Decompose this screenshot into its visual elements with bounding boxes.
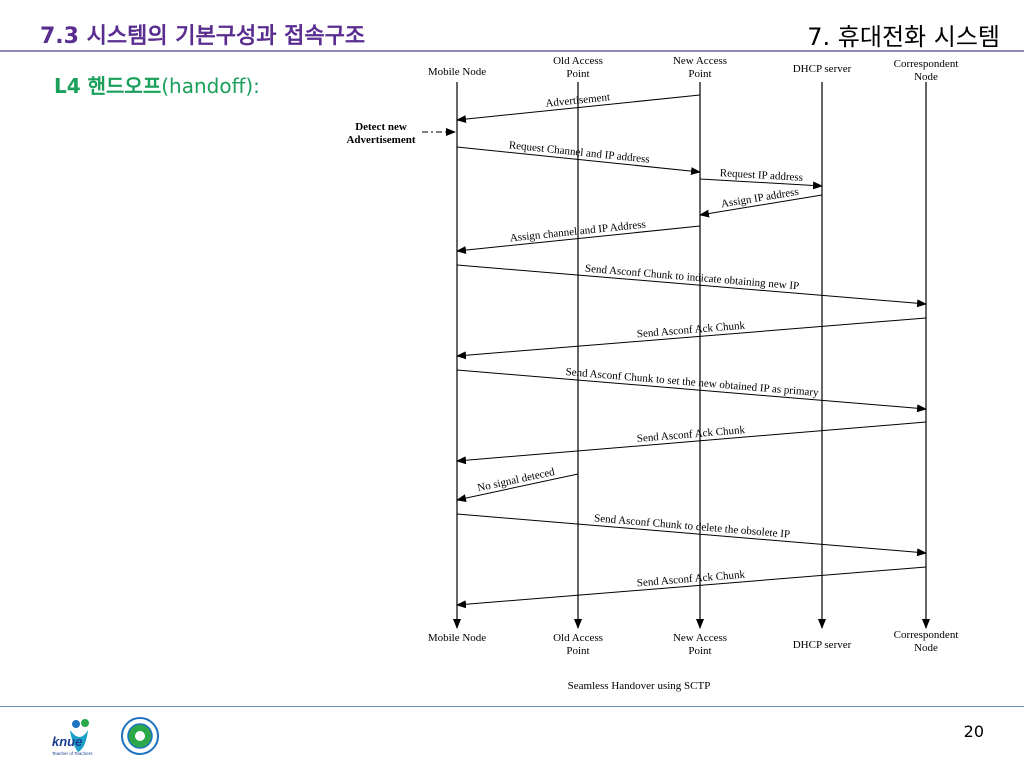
detect-note-line2: Advertisement xyxy=(346,134,415,146)
slide-subtitle: L4 핸드오프(handoff): xyxy=(54,70,260,99)
message-label-9: No signal deteced xyxy=(476,466,556,494)
message-arrow-10 xyxy=(456,513,927,557)
logo-figure-head-green xyxy=(81,719,89,727)
message-arrow-5 xyxy=(456,264,927,308)
node-label-top-2-line2: Point xyxy=(688,68,711,80)
message-arrow-9 xyxy=(456,473,579,503)
header-divider xyxy=(0,50,1024,52)
message-arrow-6 xyxy=(456,317,927,360)
message-arrow-7 xyxy=(456,369,927,413)
footer-divider xyxy=(0,706,1024,707)
logo-figure-body xyxy=(70,730,88,752)
node-label-top-1-line2: Point xyxy=(566,68,589,80)
message-arrow-2 xyxy=(699,178,823,190)
node-label-top-1-line1: Old Access xyxy=(553,55,603,67)
node-label-top-0-line1: Mobile Node xyxy=(428,66,486,78)
message-label-3: Assign IP address xyxy=(720,186,799,211)
node-label-bottom-1-line1: Old Access xyxy=(553,632,603,644)
node-label-top-4-line1: Correspondent xyxy=(894,58,959,70)
node-label-top-3-line1: DHCP server xyxy=(793,63,852,75)
message-arrow-4 xyxy=(456,225,701,255)
message-label-5: Send Asconf Chunk to indicate obtaining … xyxy=(585,263,800,293)
node-label-bottom-3-line1: DHCP server xyxy=(793,639,852,651)
detect-note-line1: Detect new xyxy=(355,121,407,133)
message-label-1: Request Channel and IP address xyxy=(508,139,650,165)
message-label-10: Send Asconf Chunk to delete the obsolete… xyxy=(594,512,791,540)
logo-wordmark: knue xyxy=(52,734,82,749)
message-arrow-8 xyxy=(456,421,927,465)
node-label-bottom-4-line2: Node xyxy=(914,642,938,654)
node-label-top-4-line2: Node xyxy=(914,71,938,83)
logo-tagline: Teacher of Teachers xyxy=(52,751,93,756)
node-label-bottom-4-line1: Correspondent xyxy=(894,629,959,641)
section-title: 7.3 시스템의 기본구성과 접속구조 xyxy=(40,24,366,49)
lifelines xyxy=(453,82,930,629)
node-label-bottom-1-line2: Point xyxy=(566,645,589,657)
logo-figure-head-blue xyxy=(72,720,80,728)
message-arrow-3 xyxy=(699,194,823,218)
subtitle-term: (handoff): xyxy=(161,74,260,98)
page-number: 20 xyxy=(963,722,984,741)
subtitle-keyword: L4 핸드오프 xyxy=(54,74,162,98)
detect-note: Detect new Advertisement xyxy=(346,121,456,146)
message-label-2: Request IP address xyxy=(719,167,803,184)
node-label-bottom-0-line1: Mobile Node xyxy=(428,632,486,644)
chapter-title: 7. 휴대전화 시스템 xyxy=(807,23,1000,51)
message-arrow-11 xyxy=(456,566,927,609)
node-label-bottom-2-line1: New Access xyxy=(673,632,727,644)
node-label-top-2-line1: New Access xyxy=(673,55,727,67)
emblem-seal-center xyxy=(135,731,145,741)
university-logo: knue Teacher of Teachers xyxy=(52,714,164,762)
node-label-bottom-2-line2: Point xyxy=(688,645,711,657)
message-arrow-1 xyxy=(456,146,701,176)
diagram-caption: Seamless Handover using SCTP xyxy=(568,680,711,692)
message-arrow-0 xyxy=(456,94,701,124)
